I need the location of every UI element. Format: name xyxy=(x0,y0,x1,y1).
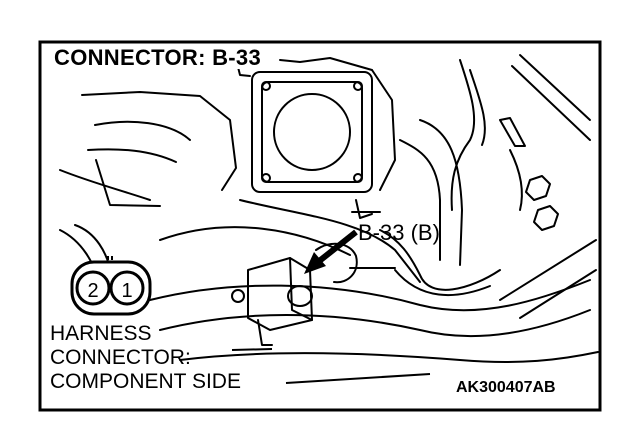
harness-line-1: HARNESS xyxy=(50,322,152,345)
callout-arrowhead xyxy=(304,252,326,274)
figure-code: AK300407AB xyxy=(456,379,556,396)
harness-line-2: CONNECTOR: xyxy=(50,346,191,369)
callout-arrow xyxy=(316,229,358,265)
connector-callout-label: B-33 (B) xyxy=(358,220,440,245)
figure-border xyxy=(38,40,602,412)
harness-connector-face xyxy=(70,256,152,316)
leader-line xyxy=(231,348,431,384)
harness-line-3: COMPONENT SIDE xyxy=(50,370,241,393)
pin-label-2: 2 xyxy=(87,280,99,302)
engine-parts xyxy=(59,54,599,363)
connector-title: CONNECTOR: B-33 xyxy=(52,45,264,70)
pin-label-1: 1 xyxy=(121,280,133,302)
harness-label: HARNESS CONNECTOR: COMPONENT SIDE xyxy=(50,322,241,394)
